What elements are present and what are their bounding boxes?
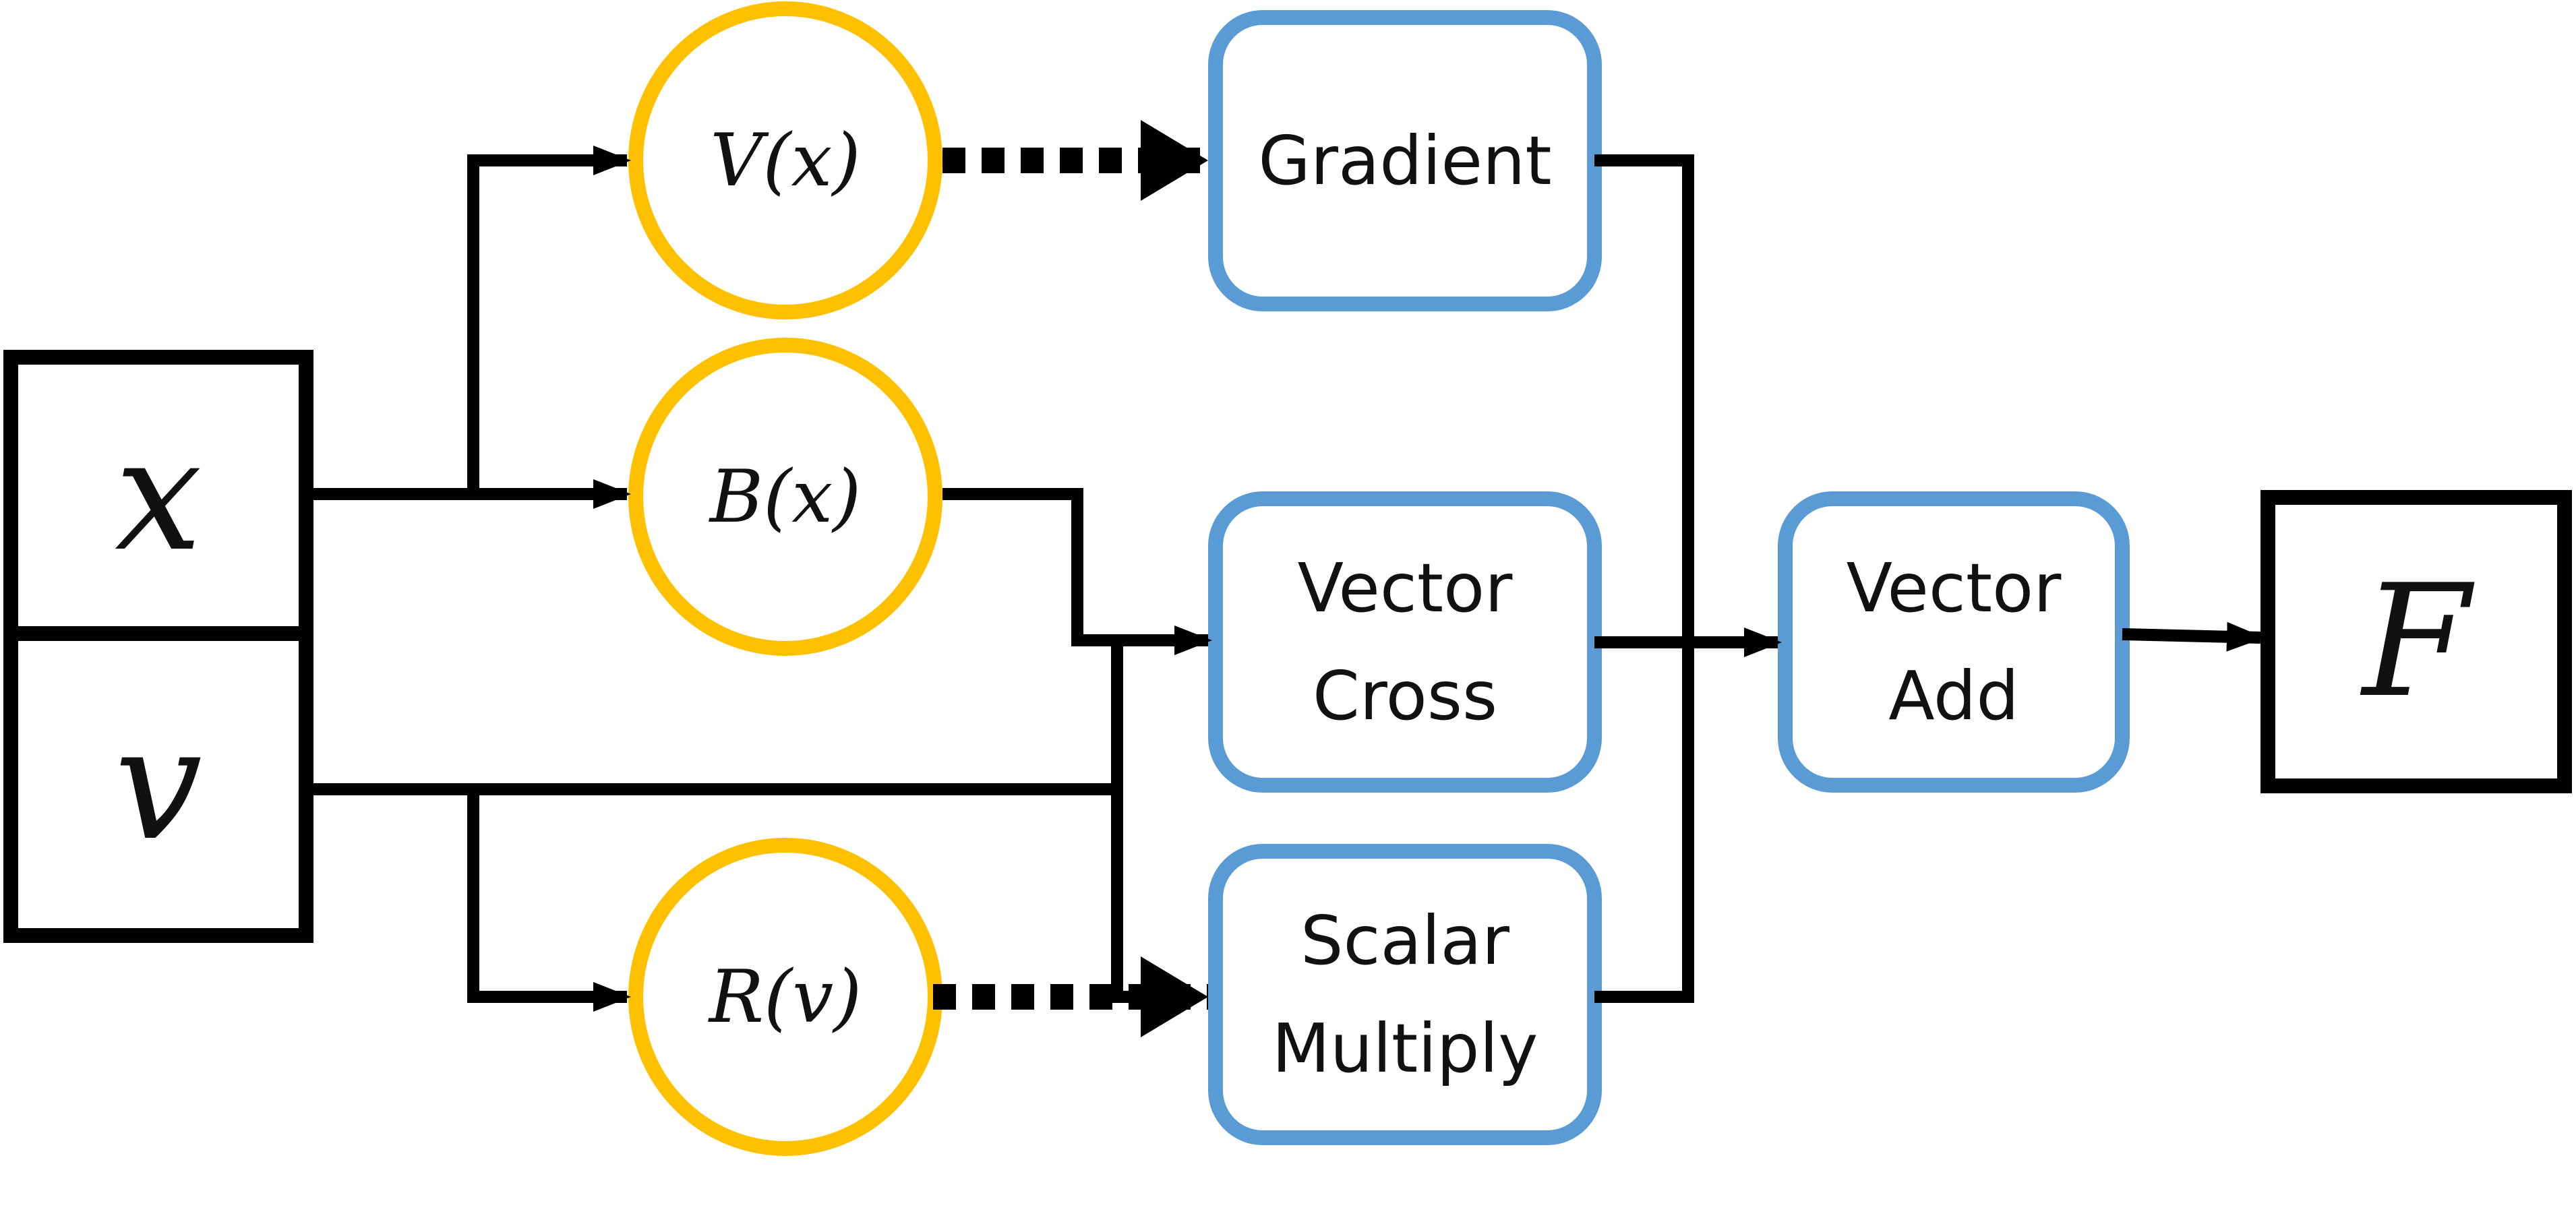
op-label-vector-add: Vector Add — [1785, 499, 2122, 785]
wire-bus-to-scalar-multiply — [1111, 640, 1139, 1003]
input-box-v — [3, 626, 313, 943]
wire-gradient-to-add — [1594, 154, 1694, 1003]
output-box-f — [2260, 490, 2572, 793]
op-label-vector-cross-line-1: Vector — [1297, 548, 1513, 628]
op-box-vector-add — [1778, 491, 2130, 793]
op-label-gradient-line: Gradient — [1258, 121, 1552, 200]
op-label-vector-add-line-1: Vector — [1846, 548, 2062, 628]
node-label-b-of-x: B(x) — [709, 454, 862, 539]
node-circle-v-of-x — [628, 1, 942, 319]
wire-v-to-r-of-v — [467, 789, 631, 1012]
output-label-f: F — [2362, 551, 2470, 732]
input-label-v: v — [115, 694, 202, 875]
op-label-vector-cross-line-2: Cross — [1312, 656, 1498, 735]
node-label-v-of-x: V(x) — [710, 118, 861, 203]
op-label-scalar-multiply-line-2: Multiply — [1271, 1008, 1538, 1088]
wire-x-to-v-of-x — [306, 146, 631, 500]
node-circle-b-of-x — [628, 338, 942, 656]
op-label-scalar-multiply-line-1: Scalar — [1300, 900, 1509, 980]
wire-add-to-f — [2122, 621, 2265, 652]
op-label-gradient: Gradient — [1216, 18, 1594, 304]
node-label-r-of-v: R(v) — [709, 954, 862, 1039]
wire-b-of-x-to-vector-cross — [942, 488, 1212, 655]
input-label-x: x — [115, 405, 202, 586]
op-label-vector-add-line-2: Add — [1888, 656, 2019, 735]
op-label-scalar-multiply: Scalar Multiply — [1216, 851, 1594, 1138]
op-label-vector-cross: Vector Cross — [1216, 499, 1594, 785]
